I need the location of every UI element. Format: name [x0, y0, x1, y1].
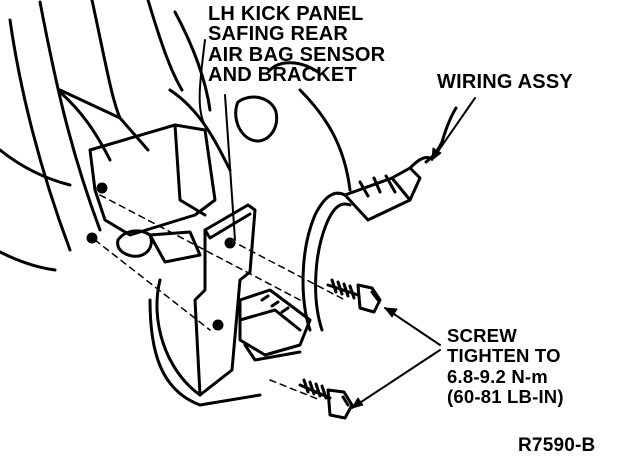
wiring-harness — [301, 106, 458, 332]
callout-line: AND BRACKET — [208, 64, 357, 87]
leader-lines — [198, 39, 476, 409]
callout-line: WIRING ASSY — [437, 71, 573, 93]
callout-line: 6.8-9.2 N-m — [447, 365, 548, 387]
screw-torque-callout: SCREW TIGHTEN TO 6.8-9.2 N-m (60-81 LB-I… — [447, 325, 564, 408]
screw-upper — [326, 278, 382, 314]
callout-line: LH KICK PANEL — [208, 3, 364, 25]
figure-id: R7590-B — [518, 435, 596, 456]
screw-lower — [298, 378, 354, 420]
callout-line: (60-81 LB-IN) — [447, 386, 564, 408]
leader-arrowheads — [351, 147, 442, 409]
air-bag-sensor — [238, 288, 312, 362]
callout-line: SCREW — [447, 325, 517, 346]
alignment-lines — [94, 194, 346, 401]
kick-panel-plate — [86, 123, 217, 264]
kick-panel-outline — [0, 0, 352, 272]
sensor-bracket — [148, 203, 262, 407]
callout-line: TIGHTEN TO — [447, 345, 561, 367]
wiring-assy-callout: WIRING ASSY — [437, 71, 573, 93]
callout-line: SAFING REAR — [208, 23, 348, 46]
callout-line: AIR BAG SENSOR — [208, 43, 386, 66]
sensor-bracket-callout: LH KICK PANEL SAFING REAR AIR BAG SENSOR… — [208, 4, 385, 86]
